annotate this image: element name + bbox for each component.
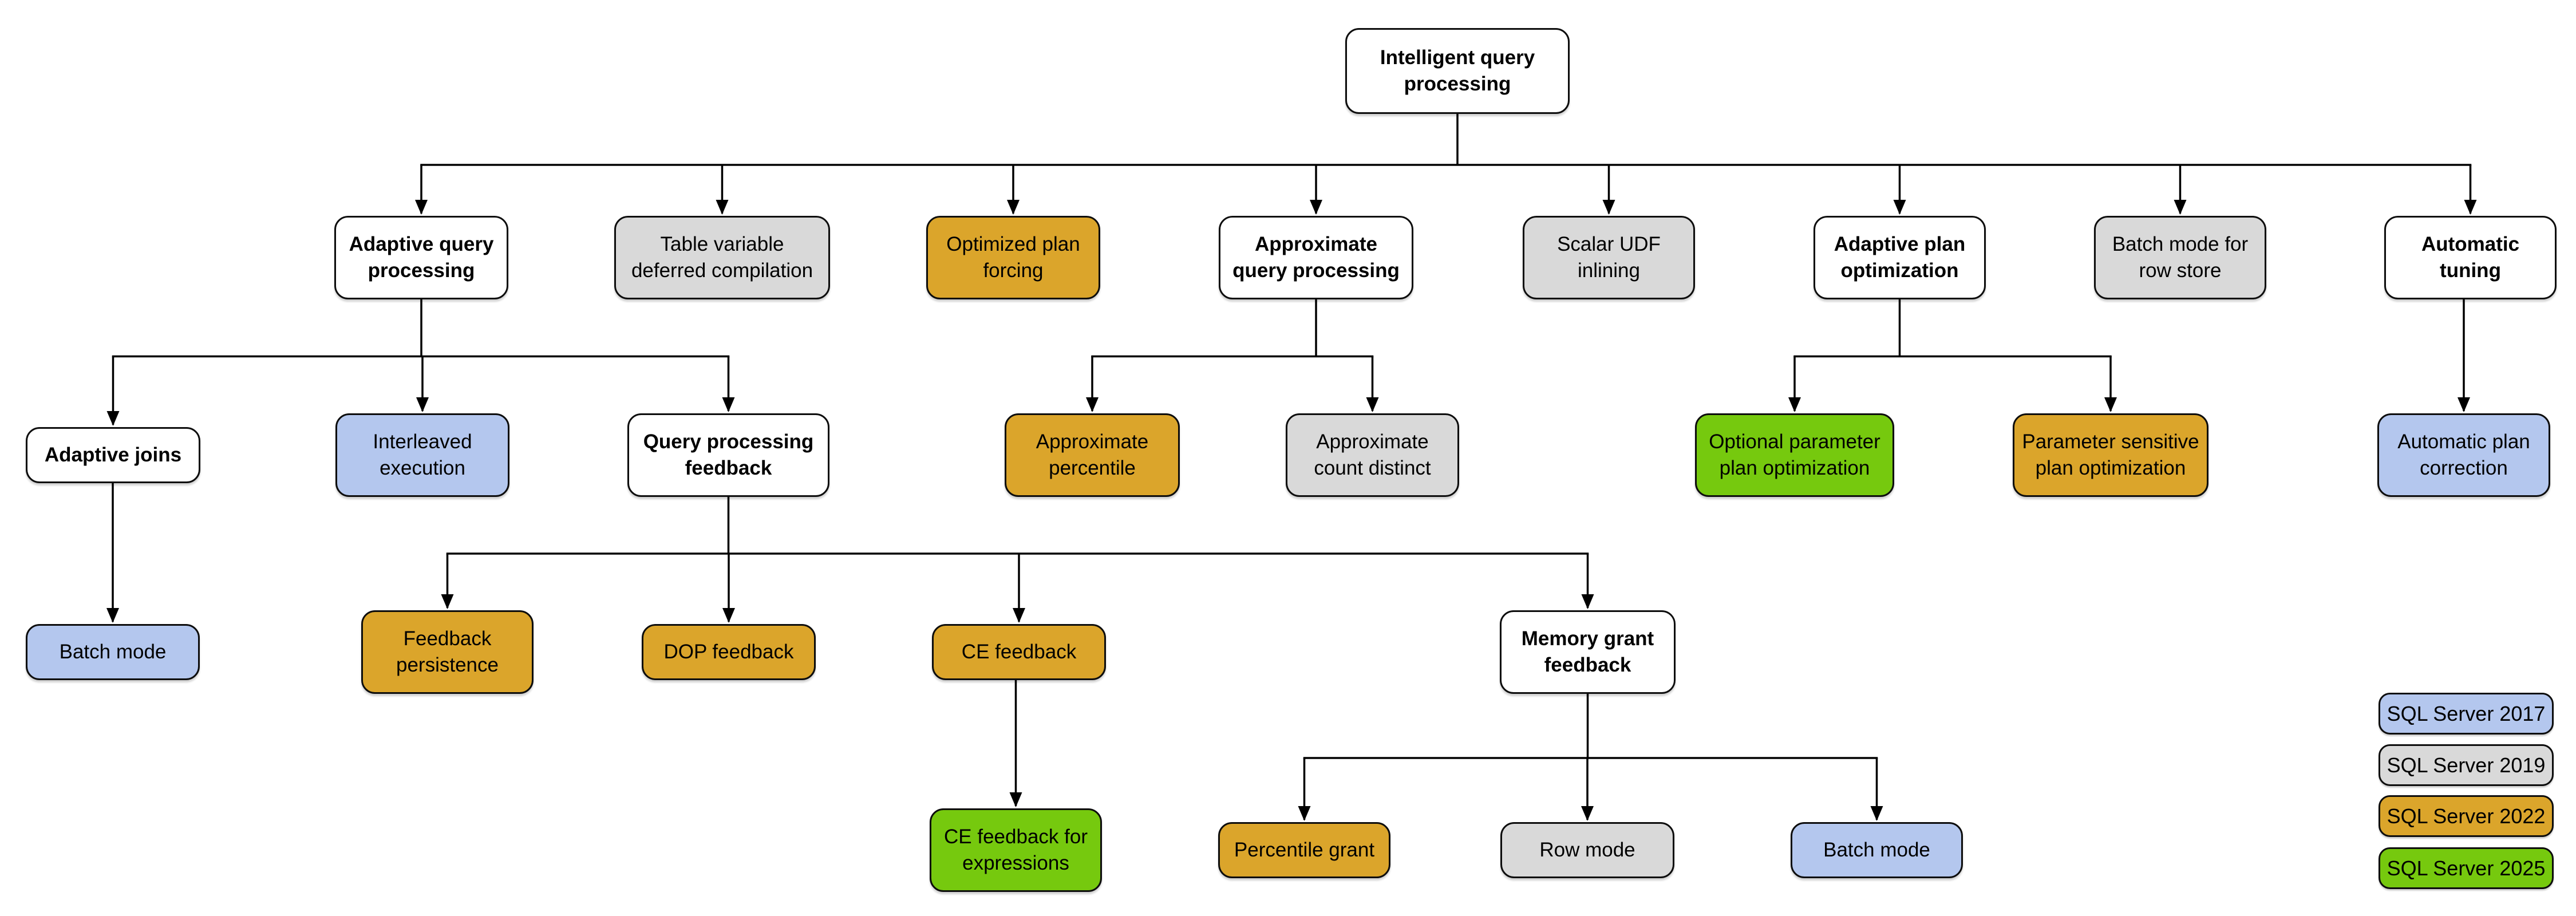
node-label: Batch mode	[59, 641, 167, 663]
node-label: DOP feedback	[663, 641, 794, 663]
node-batch-mode-memory-grant: Batch mode	[1791, 822, 1963, 878]
node-approximate-percentile: Approximate percentile	[1005, 413, 1180, 497]
node-label: Batch mode for row store	[2112, 233, 2249, 282]
node-label: Percentile grant	[1234, 839, 1375, 861]
node-label: Adaptive joins	[44, 444, 182, 466]
legend-label: SQL Server 2017	[2387, 701, 2546, 725]
node-parameter-sensitive-plan-optimization: Parameter sensitive plan optimization	[2013, 413, 2208, 497]
node-label: CE feedback	[961, 641, 1077, 663]
node-label: Adaptive query processing	[349, 233, 494, 282]
node-dop-feedback: DOP feedback	[642, 624, 816, 680]
node-label: Table variable deferred compilation	[631, 233, 813, 282]
node-interleaved-execution: Interleaved execution	[335, 413, 509, 497]
node-percentile-grant: Percentile grant	[1218, 822, 1390, 878]
node-optional-parameter-plan-optimization: Optional parameter plan optimization	[1695, 413, 1894, 497]
node-label: Approximate query processing	[1232, 233, 1400, 282]
node-approximate-query-processing: Approximate query processing	[1219, 216, 1413, 299]
node-table-variable-deferred-compilation: Table variable deferred compilation	[614, 216, 830, 299]
node-label: Query processing feedback	[643, 431, 814, 479]
node-intelligent-query-processing: Intelligent query processing	[1345, 28, 1570, 114]
node-label: Automatic plan correction	[2397, 431, 2530, 479]
node-automatic-tuning: Automatic tuning	[2384, 216, 2557, 299]
node-label: Optimized plan forcing	[946, 233, 1080, 282]
node-feedback-persistence: Feedback persistence	[361, 610, 534, 694]
legend-sql-server-2017: SQL Server 2017	[2379, 693, 2554, 735]
node-label: CE feedback for expressions	[944, 826, 1088, 874]
node-label: Optional parameter plan optimization	[1709, 431, 1880, 479]
node-label: Approximate percentile	[1036, 431, 1149, 479]
legend-sql-server-2022: SQL Server 2022	[2379, 795, 2554, 837]
node-approximate-count-distinct: Approximate count distinct	[1286, 413, 1459, 497]
node-batch-mode-adaptive-joins: Batch mode	[26, 624, 200, 680]
legend-sql-server-2025: SQL Server 2025	[2379, 847, 2554, 889]
node-label: Automatic tuning	[2421, 233, 2520, 282]
node-label: Interleaved execution	[373, 431, 472, 479]
node-query-processing-feedback: Query processing feedback	[627, 413, 829, 497]
legend-label: SQL Server 2019	[2387, 753, 2546, 777]
node-label: Row mode	[1539, 839, 1635, 861]
node-row-mode: Row mode	[1500, 822, 1674, 878]
legend-sql-server-2019: SQL Server 2019	[2379, 744, 2554, 786]
node-ce-feedback: CE feedback	[932, 624, 1106, 680]
node-automatic-plan-correction: Automatic plan correction	[2377, 413, 2550, 497]
node-adaptive-joins: Adaptive joins	[26, 427, 200, 483]
legend-label: SQL Server 2025	[2387, 856, 2546, 880]
node-label: Parameter sensitive plan optimization	[2022, 431, 2199, 479]
node-label: Scalar UDF inlining	[1557, 233, 1661, 282]
node-label: Feedback persistence	[396, 627, 499, 676]
node-label: Batch mode	[1823, 839, 1930, 861]
node-label: Adaptive plan optimization	[1834, 233, 1966, 282]
node-label: Intelligent query processing	[1380, 46, 1535, 95]
node-memory-grant-feedback: Memory grant feedback	[1500, 610, 1676, 694]
node-optimized-plan-forcing: Optimized plan forcing	[926, 216, 1100, 299]
node-label: Approximate count distinct	[1314, 431, 1431, 479]
node-adaptive-query-processing: Adaptive query processing	[334, 216, 508, 299]
node-adaptive-plan-optimization: Adaptive plan optimization	[1814, 216, 1986, 299]
legend-label: SQL Server 2022	[2387, 804, 2546, 828]
node-ce-feedback-for-expressions: CE feedback for expressions	[930, 808, 1102, 892]
node-label: Memory grant feedback	[1521, 627, 1654, 676]
node-scalar-udf-inlining: Scalar UDF inlining	[1523, 216, 1695, 299]
node-batch-mode-for-row-store: Batch mode for row store	[2094, 216, 2266, 299]
